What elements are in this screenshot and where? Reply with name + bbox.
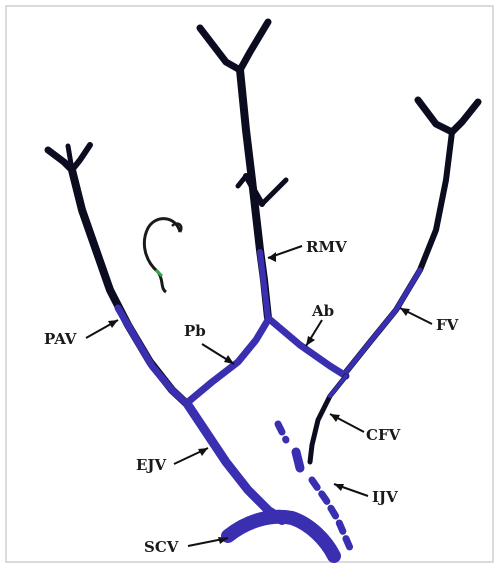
label-ejv-text: EJV: [136, 456, 167, 474]
frame-border: [6, 6, 493, 562]
label-ab-text: Ab: [311, 302, 334, 320]
label-pb-text: Pb: [184, 322, 206, 340]
label-fv-text: FV: [436, 316, 459, 334]
label-cfv-text: CFV: [366, 426, 401, 444]
label-scv-text: SCV: [144, 538, 179, 556]
label-rmv-text: RMV: [306, 238, 347, 256]
label-ijv-text: IJV: [372, 488, 398, 506]
label-pav-text: PAV: [44, 330, 77, 348]
